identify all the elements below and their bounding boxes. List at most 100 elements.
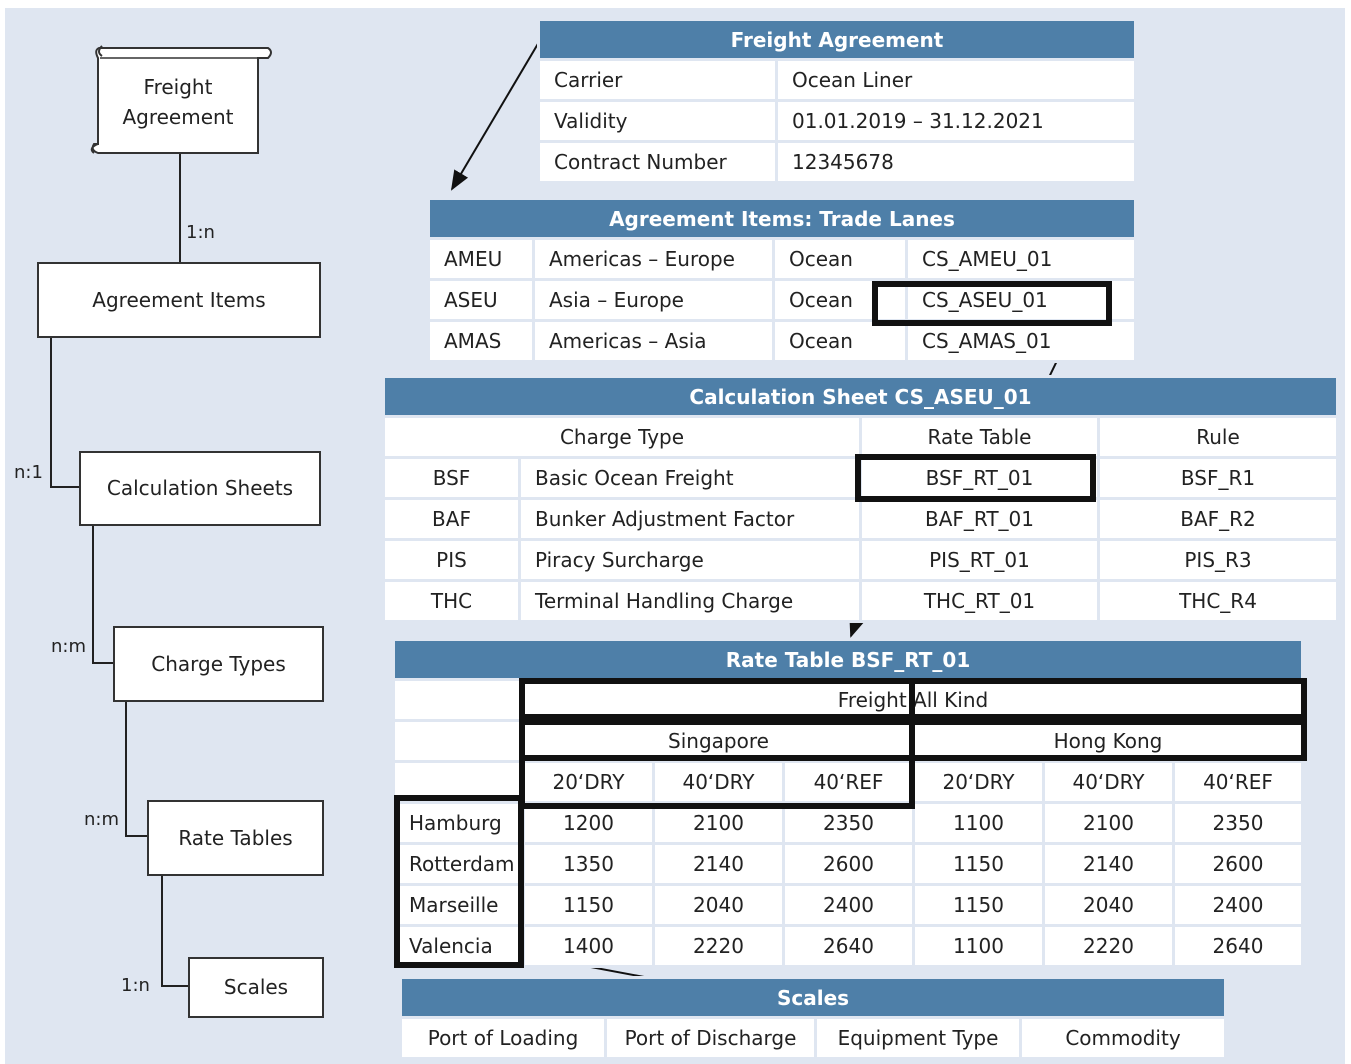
destination-cell: Hamburg [392,801,525,845]
rate-table: Rate Table BSF_RT_01 Freight All Kind Si… [392,638,1304,968]
equipment-header: 40‘REF [782,760,915,804]
rate-cell: 2600 [1172,842,1304,886]
table-row: Marseille 1150 2040 2400 1150 2040 2400 [392,883,1304,927]
table-row: Hamburg 1200 2100 2350 1100 2100 2350 [392,801,1304,845]
rate-table-title: Rate Table BSF_RT_01 [392,638,1304,681]
table-cell: BAF [382,497,521,541]
table-cell: BAF_R2 [1097,497,1339,541]
table-cell: BAF_RT_01 [859,497,1100,541]
rate-cell: 2040 [652,883,785,927]
rate-cell: 2400 [782,883,915,927]
rate-cell: 2600 [782,842,915,886]
table-cell: Bunker Adjustment Factor [518,497,862,541]
rate-cell: 2350 [782,801,915,845]
relation-label: n:1 [14,462,43,483]
column-header: Charge Type [382,415,862,459]
trade-lanes-table: Agreement Items: Trade Lanes AMEU Americ… [427,197,1137,363]
equipment-header: 20‘DRY [522,760,655,804]
table-cell: Terminal Handling Charge [518,579,862,623]
column-header: Rate Table [859,415,1100,459]
table-cell: Ocean [772,237,908,281]
calculation-sheets-node: Calculation Sheets [79,451,321,526]
table-cell: Asia – Europe [532,278,775,322]
destination-cell: Marseille [392,883,525,927]
table-row: Valencia 1400 2220 2640 1100 2220 2640 [392,924,1304,968]
table-cell: 01.01.2019 – 31.12.2021 [775,99,1137,143]
scales-title: Scales [399,976,1227,1019]
table-cell: BSF_RT_01 [859,456,1100,500]
charge-types-node: Charge Types [113,626,324,702]
freight-agreement-node: Freight Agreement [122,75,234,129]
table-cell: Ocean [772,319,908,363]
table-cell: Piracy Surcharge [518,538,862,582]
table-cell: Contract Number [537,140,778,184]
rate-cell: 2100 [652,801,785,845]
commodity-header: Freight All Kind [522,678,1304,722]
equipment-header: 40‘DRY [652,760,785,804]
freight-agreement-scroll-icon [90,45,272,154]
table-cell: THC [382,579,521,623]
table-cell: AMEU [427,237,535,281]
rate-tables-node: Rate Tables [147,800,324,876]
rate-cell: 2350 [1172,801,1304,845]
column-header: Rule [1097,415,1339,459]
table-cell: CS_AMEU_01 [905,237,1137,281]
rate-cell: 2040 [1042,883,1175,927]
rate-cell: 1100 [912,801,1045,845]
calculation-sheet-table: Calculation Sheet CS_ASEU_01 Charge Type… [382,375,1339,623]
rate-cell: 1400 [522,924,655,968]
empty-cell [392,678,525,722]
empty-cell [392,719,525,763]
table-cell: AMAS [427,319,535,363]
table-cell: BSF_R1 [1097,456,1339,500]
table-cell: Americas – Europe [532,237,775,281]
table-cell: Basic Ocean Freight [518,456,862,500]
column-header: Port of Loading [399,1016,607,1060]
trade-lanes-title: Agreement Items: Trade Lanes [427,197,1137,240]
relation-label: 1:n [186,222,215,243]
rate-cell: 2100 [1042,801,1175,845]
table-cell: THC_R4 [1097,579,1339,623]
destination-cell: Valencia [392,924,525,968]
table-cell: PIS_R3 [1097,538,1339,582]
rate-cell: 1200 [522,801,655,845]
relation-label: n:m [51,636,87,657]
scales-node: Scales [188,957,324,1018]
rate-cell: 1350 [522,842,655,886]
rate-cell: 1150 [912,883,1045,927]
rate-cell: 2220 [652,924,785,968]
table-cell: Americas – Asia [532,319,775,363]
table-cell: Validity [537,99,778,143]
column-header: Port of Discharge [604,1016,817,1060]
equipment-header: 40‘REF [1172,760,1304,804]
rate-cell: 2140 [1042,842,1175,886]
table-cell: 12345678 [775,140,1137,184]
column-header: Commodity [1019,1016,1227,1060]
table-cell: PIS [382,538,521,582]
equipment-header: 40‘DRY [1042,760,1175,804]
table-cell: BSF [382,456,521,500]
table-cell: ASEU [427,278,535,322]
rate-cell: 2640 [782,924,915,968]
empty-cell [392,760,525,804]
scales-table: Scales Port of Loading Port of Discharge… [399,976,1227,1060]
table-row: Rotterdam 1350 2140 2600 1150 2140 2600 [392,842,1304,886]
relation-label: n:m [84,809,120,830]
rate-cell: 1150 [912,842,1045,886]
rate-cell: 2640 [1172,924,1304,968]
table-cell: Ocean [772,278,908,322]
destination-cell: Rotterdam [392,842,525,886]
table-cell: THC_RT_01 [859,579,1100,623]
rate-cell: 2220 [1042,924,1175,968]
column-header: Equipment Type [814,1016,1022,1060]
rate-cell: 1150 [522,883,655,927]
port-header: Singapore [522,719,915,763]
rate-cell: 2400 [1172,883,1304,927]
table-cell: CS_AMAS_01 [905,319,1137,363]
table-cell: Carrier [537,58,778,102]
relation-label: 1:n [121,975,150,996]
table-cell: Ocean Liner [775,58,1137,102]
rate-cell: 1100 [912,924,1045,968]
freight-agreement-title: Freight Agreement [537,18,1137,61]
